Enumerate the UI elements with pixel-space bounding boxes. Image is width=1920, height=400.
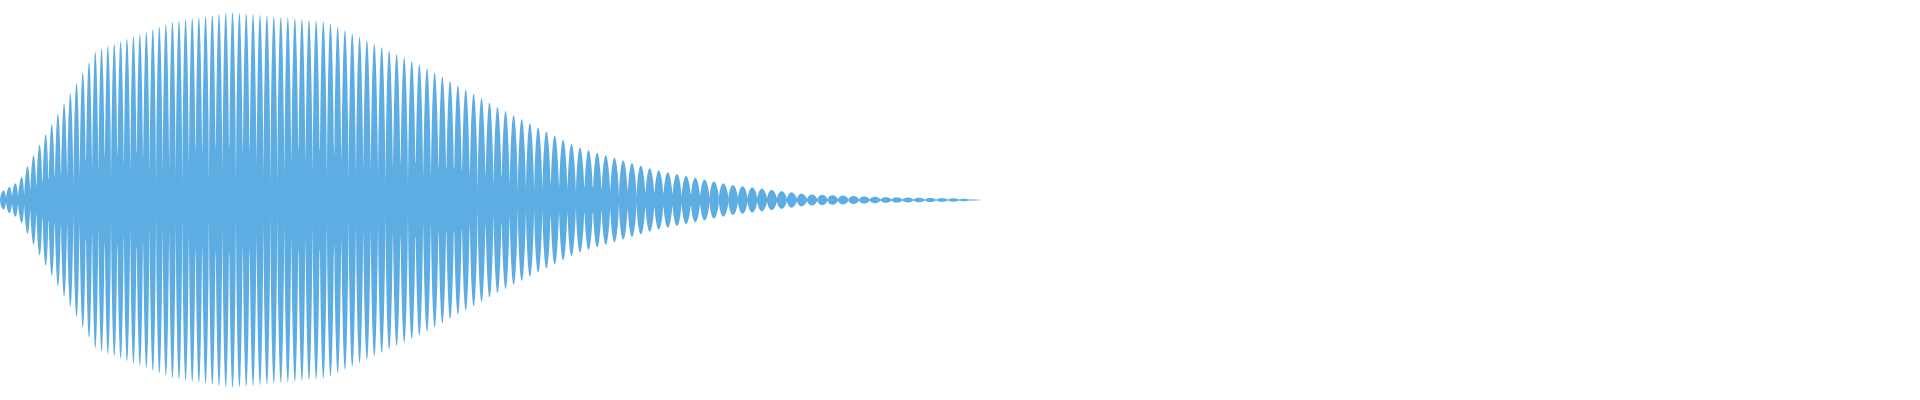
waveform-shape [0, 12, 984, 388]
